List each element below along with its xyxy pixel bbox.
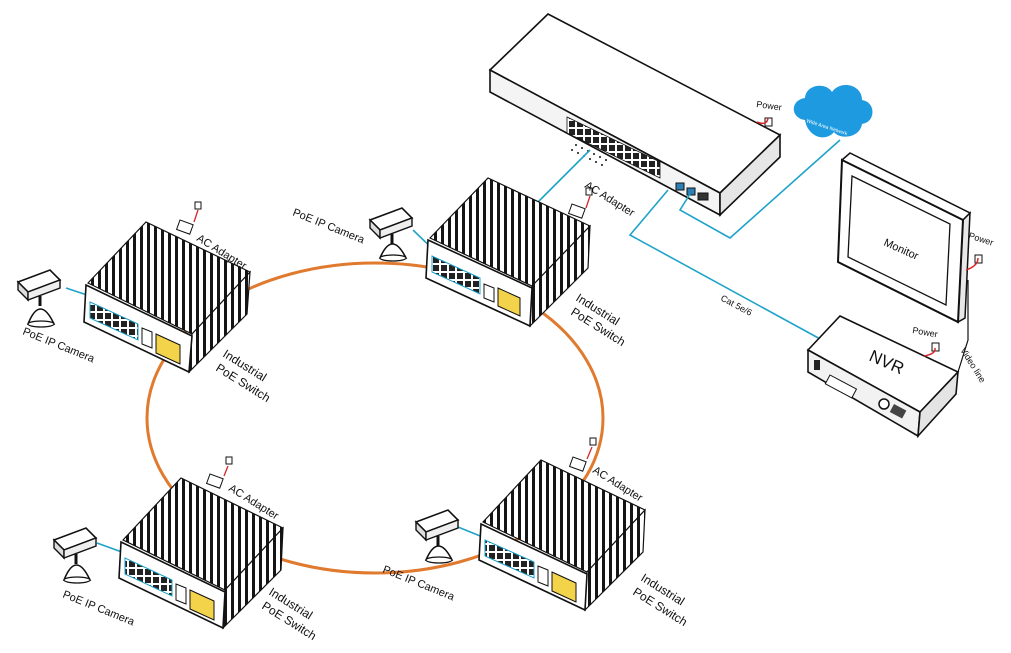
monitor: [836, 152, 983, 373]
industrial-switch-bottom-left-ports: [124, 557, 173, 597]
ac-adapter-top: [567, 187, 593, 219]
industrial-switch-left: [83, 221, 251, 374]
nvr-power-socket: [931, 342, 940, 352]
ac-adapter-bottom-right: [568, 437, 597, 472]
video-line-label: Video line: [958, 346, 987, 385]
poe-ip-camera-left: [16, 269, 62, 328]
industrial-switch-left-sfp: [155, 333, 181, 365]
ac-adapter-bottom-left: [205, 456, 233, 489]
core-switch: [488, 13, 782, 217]
cable-core-to-top-switch: [534, 149, 591, 206]
industrial-switch-bottom-right-ports: [484, 539, 535, 579]
core-switch-uplink-port-3: [697, 192, 709, 201]
core-switch-power-label: Power: [756, 99, 783, 112]
camera-icon: [414, 509, 460, 564]
ac-adapter-top-label: AC Adapter: [582, 179, 636, 219]
industrial-switch-bottom-right-sfp: [551, 571, 577, 603]
wan-cloud: Wide Area Network: [793, 85, 873, 138]
nvr-drive-slot: [824, 374, 858, 399]
monitor-power-cable: [965, 257, 979, 271]
cat-cable-label: Cat 5e/6: [719, 293, 754, 318]
nvr-power-label: Power: [912, 325, 939, 339]
nvr-button: [878, 398, 890, 410]
ethernet-cables: [65, 139, 841, 556]
monitor-power-label: Power: [967, 230, 994, 247]
camera-icon: [52, 527, 98, 584]
nvr-panel: [889, 403, 907, 419]
video-line-cable: [957, 280, 969, 373]
ac-adapter-left: [175, 201, 202, 235]
poe-ip-camera-bottom-left-label: PoE IP Camera: [61, 589, 137, 629]
poe-ip-camera-bottom-right: [414, 509, 460, 564]
industrial-switch-bottom-left: [118, 477, 284, 630]
core-switch-power-socket: [764, 117, 773, 127]
core-switch-ports: [566, 116, 661, 179]
poe-ip-camera-left-label: PoE IP Camera: [21, 326, 97, 366]
industrial-switch-top-sfp: [497, 287, 521, 317]
industrial-switch-top: [425, 177, 592, 328]
poe-ip-camera-top: [368, 207, 414, 262]
industrial-switch-top-ports: [431, 255, 481, 295]
cable-core-to-nvr: [628, 189, 823, 341]
poe-ip-camera-bottom-left: [52, 527, 98, 584]
core-switch-uplink-port-2: [686, 187, 696, 196]
camera-icon: [368, 207, 414, 262]
core-switch-uplink-port-1: [675, 182, 685, 191]
industrial-switch-bottom-right: [478, 459, 646, 612]
fiber-ring: [145, 261, 605, 575]
poe-ip-camera-top-label: PoE IP Camera: [291, 207, 367, 247]
industrial-switch-bottom-left-sfp: [189, 589, 215, 621]
cable-core-to-wan: [678, 139, 841, 239]
core-switch-power-cable: [756, 117, 769, 125]
nvr: [806, 315, 960, 439]
camera-icon: [16, 269, 62, 328]
nvr-power-cable: [923, 347, 936, 357]
nvr-led: [814, 360, 820, 370]
industrial-switch-left-ports: [89, 301, 139, 341]
